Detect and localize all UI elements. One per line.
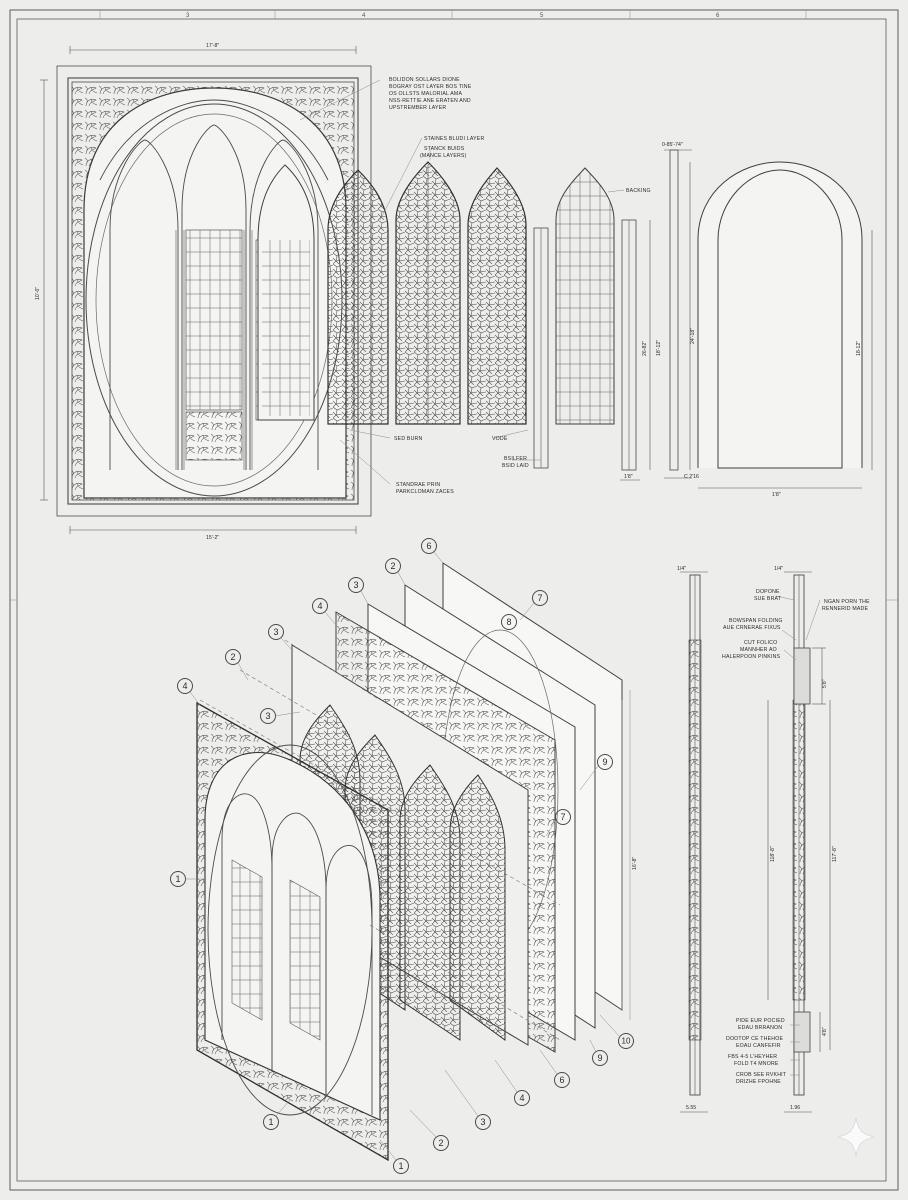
side-dim-4: 18-12" xyxy=(856,341,862,356)
standard-trim-label-1: STANDRAE PRIN xyxy=(396,482,440,488)
callout-4-top: 4 xyxy=(317,601,322,611)
header-note-4: NSS-RETTIE ANE ERATEN AND xyxy=(389,98,471,104)
section-bottom-note-4: EOAU CANFEFIR xyxy=(736,1043,781,1049)
callout-6-bottom: 6 xyxy=(559,1075,564,1085)
callout-9-right: 9 xyxy=(602,757,607,767)
section-note-far-1: NGAN PORN THE xyxy=(824,599,870,605)
callout-7-top: 7 xyxy=(537,593,542,603)
header-note-5: UPSTREMBER LAYER xyxy=(389,105,446,111)
layer-panels xyxy=(257,149,863,471)
side-dim-top: 0-85'-74" xyxy=(662,142,683,148)
side-dim-1: 26-82" xyxy=(642,341,648,356)
callout-8: 8 xyxy=(506,617,511,627)
callout-3-bottom: 3 xyxy=(480,1117,485,1127)
callout-6-top: 6 xyxy=(426,541,431,551)
callout-1-left: 1 xyxy=(175,874,180,884)
stained-glass-layers-label-1: STANCK BUIDS xyxy=(424,146,465,152)
elevation-height: 10'-0" xyxy=(35,287,41,300)
elevation-width-top: 17'-8" xyxy=(206,43,219,49)
bsilfer-label-1: BSILFER xyxy=(504,456,527,462)
bsilfer-label-2: BSID LAID xyxy=(502,463,529,469)
grid-label-3: 3 xyxy=(186,13,190,19)
section-note-7: HALERPOON PINKINS xyxy=(722,654,781,660)
section-dim-c: 117'-8" xyxy=(832,846,838,862)
stained-glass-layer-label: STAINES BLUDI LAYER xyxy=(424,136,484,142)
header-note-2: BOGRAY OST LAYER BOS TINE xyxy=(389,84,472,90)
section-bottom-left: 5.55 xyxy=(686,1105,696,1111)
section-bottom-note-1: PIDE EUR POCIED xyxy=(736,1018,785,1024)
section-bottom-note-2: EDAU BRRANON xyxy=(738,1025,782,1031)
section-note-4: AUE CRNERAE FIXUS xyxy=(723,625,781,631)
section-top-right: 1/4" xyxy=(774,566,783,572)
backing-label: BACKING xyxy=(626,188,651,194)
header-note-3: OS OLLSTS MALORIAL AMA xyxy=(389,91,462,97)
callout-9-bottom: 9 xyxy=(597,1053,602,1063)
side-dim-3: 24'-18" xyxy=(690,328,696,344)
section-note-far-2: RENNERID MADE xyxy=(822,606,868,612)
sparkle-icon xyxy=(837,1117,875,1157)
section-dim-a: 5'8" xyxy=(822,679,828,688)
front-elevation: 17'-8" 15'-2" 10'-0" xyxy=(35,43,372,541)
section-bottom-right: 1.96 xyxy=(790,1105,800,1111)
grid-label-6: 6 xyxy=(716,13,720,19)
section-detail xyxy=(688,574,811,1096)
arch-width-dim: 1'8" xyxy=(772,492,781,498)
callout-3-mid: 3 xyxy=(273,627,278,637)
section-bottom-note-8: DRIZHE FPOHNE xyxy=(736,1079,781,1085)
callout-4-bottom: 4 xyxy=(519,1093,524,1103)
section-note-2: SUE BRAT xyxy=(754,596,782,602)
callout-1-foot: 1 xyxy=(398,1161,403,1171)
callout-4-left: 4 xyxy=(182,681,187,691)
callout-3-left: 3 xyxy=(265,711,270,721)
exploded-view xyxy=(196,562,623,1162)
grid-ticks xyxy=(10,10,898,601)
callout-10: 10 xyxy=(622,1037,631,1046)
grid-label-5: 5 xyxy=(540,13,544,19)
side-dim-2: 18'-12" xyxy=(656,340,662,356)
elevation-width-bottom: 15'-2" xyxy=(206,535,219,541)
callout-2-left: 2 xyxy=(230,652,235,662)
section-bottom-note-6: FOLD T4 MNORE xyxy=(734,1061,779,1067)
callout-2-top: 2 xyxy=(390,561,395,571)
section-note-3: BOWSPAN FOLDING xyxy=(729,618,783,624)
header-note-1: BOLIDON SOLLARS DIONE xyxy=(389,77,460,83)
section-top-left: 1/4" xyxy=(677,566,686,572)
exploded-height-dim: 16'-8" xyxy=(632,857,638,870)
stained-glass-layers-label-2: (MANCE LAYERS) xyxy=(420,153,467,159)
callout-3-top: 3 xyxy=(353,580,358,590)
section-bottom-note-7: CROB SEE RVKHIT xyxy=(736,1072,787,1078)
vode-label: VODE xyxy=(492,436,508,442)
side-dim-6: C 2'16 xyxy=(684,474,699,480)
callout-2-bottom: 2 xyxy=(438,1138,443,1148)
sed-burn-label: SED BURN xyxy=(394,436,422,442)
section-bottom-note-5: FBS 4-5 L'HEYHER xyxy=(728,1054,777,1060)
side-dim-5: 1'8" xyxy=(624,474,633,480)
section-bottom-note-3: DOOTOP CE THEHOE xyxy=(726,1036,783,1042)
section-dim-b: 118'-8" xyxy=(770,846,776,862)
standard-trim-label-2: PARKCLOMAN ZACES xyxy=(396,489,454,495)
section-note-1: DOPONE xyxy=(756,589,780,595)
callout-1-bottom: 1 xyxy=(268,1117,273,1127)
grid-label-4: 4 xyxy=(362,13,366,19)
callout-7-right: 7 xyxy=(560,812,565,822)
section-note-5: CUT FOLICO xyxy=(744,640,777,646)
section-note-6: MANNHER AO xyxy=(740,647,777,653)
section-dim-d: 4'8" xyxy=(822,1027,828,1036)
